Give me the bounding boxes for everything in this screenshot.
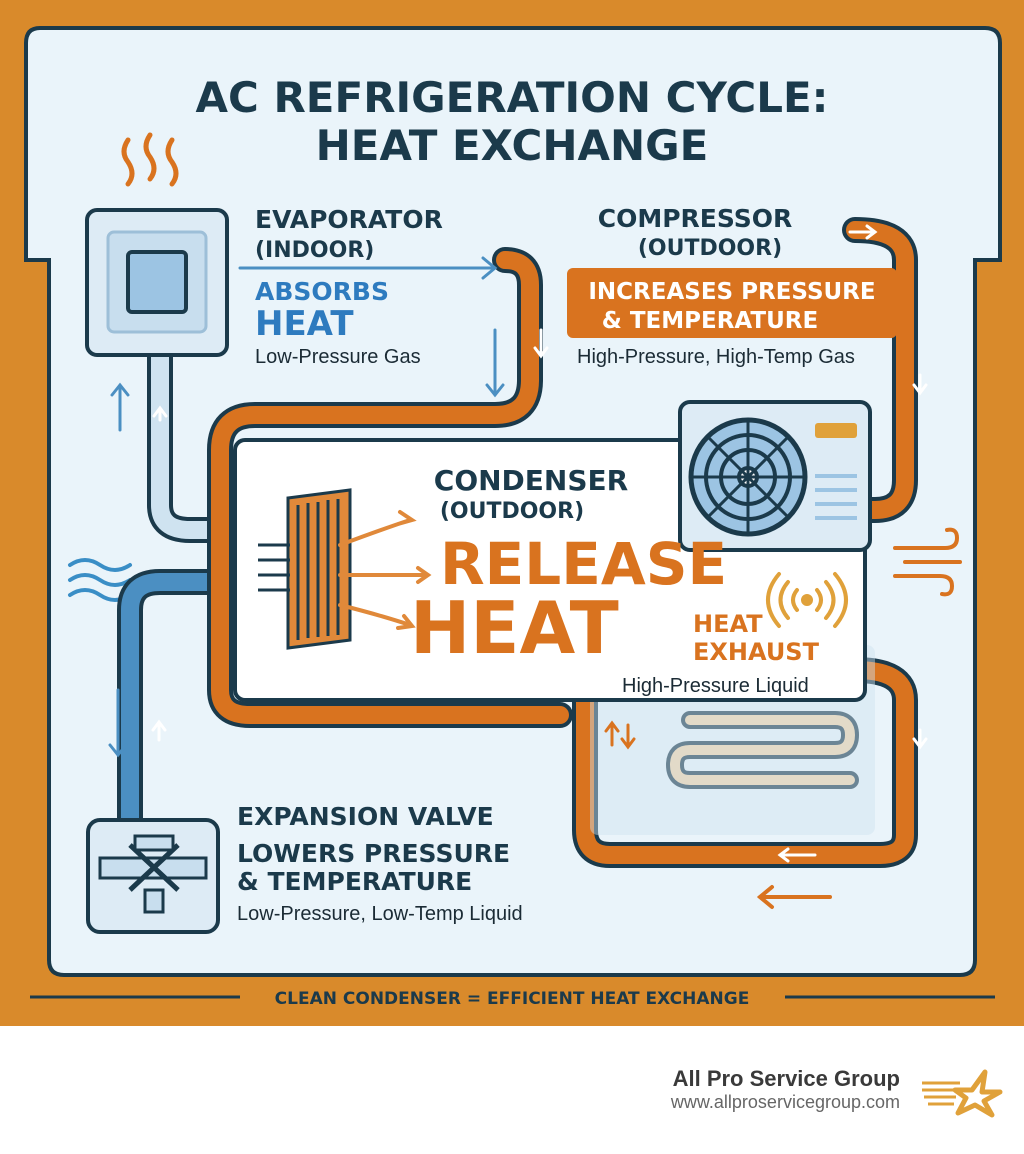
heat-exhaust-icon: [766, 572, 848, 628]
title-line2: HEAT EXCHANGE: [316, 121, 709, 170]
expansion-valve-action-2: & TEMPERATURE: [237, 867, 472, 896]
compressor-action-2: & TEMPERATURE: [602, 308, 818, 334]
condenser-action-1: RELEASE: [440, 530, 727, 598]
condenser-action-2: HEAT: [410, 586, 619, 670]
condenser-location: (OUTDOOR): [440, 499, 584, 524]
condenser-coil-icon: [258, 488, 432, 650]
exhaust-label-2: EXHAUST: [693, 638, 820, 666]
evaporator-name: EVAPORATOR: [255, 205, 443, 234]
expansion-valve-icon: [86, 818, 220, 934]
evaporator-action-2: HEAT: [255, 304, 354, 344]
compressor-location: (OUTDOOR): [638, 236, 782, 261]
evaporator-location: (INDOOR): [255, 238, 374, 263]
outdoor-unit-icon: [678, 400, 872, 552]
exhaust-label-1: HEAT: [693, 610, 763, 638]
expansion-valve-name: EXPANSION VALVE: [237, 802, 494, 831]
evaporator-state: Low-Pressure Gas: [255, 346, 421, 368]
compressor-name: COMPRESSOR: [598, 204, 793, 233]
condenser-state: High-Pressure Liquid: [622, 675, 809, 697]
wind-icon: [893, 527, 962, 597]
company-url[interactable]: www.allproservicegroup.com: [670, 1092, 900, 1112]
condenser-name: CONDENSER: [434, 464, 628, 497]
compressor-action-box: [567, 268, 897, 338]
evaporator-action-1: ABSORBS: [255, 277, 389, 306]
expansion-valve-state: Low-Pressure, Low-Temp Liquid: [237, 903, 523, 925]
expansion-valve-action-1: LOWERS PRESSURE: [237, 839, 510, 868]
company-logo-star-icon: [922, 1069, 1003, 1118]
banner-text: CLEAN CONDENSER = EFFICIENT HEAT EXCHANG…: [275, 989, 750, 1009]
company-name: All Pro Service Group: [672, 1066, 900, 1091]
evaporator-unit-icon: [85, 208, 229, 357]
flow-arrows: [108, 224, 928, 909]
refrigerant-pipes: [117, 217, 918, 868]
compressor-state: High-Pressure, High-Temp Gas: [577, 346, 855, 368]
compressor-action-1: INCREASES PRESSURE: [588, 279, 875, 305]
heat-waves-icon: [121, 132, 179, 187]
title-line1: AC REFRIGERATION CYCLE:: [196, 73, 829, 122]
